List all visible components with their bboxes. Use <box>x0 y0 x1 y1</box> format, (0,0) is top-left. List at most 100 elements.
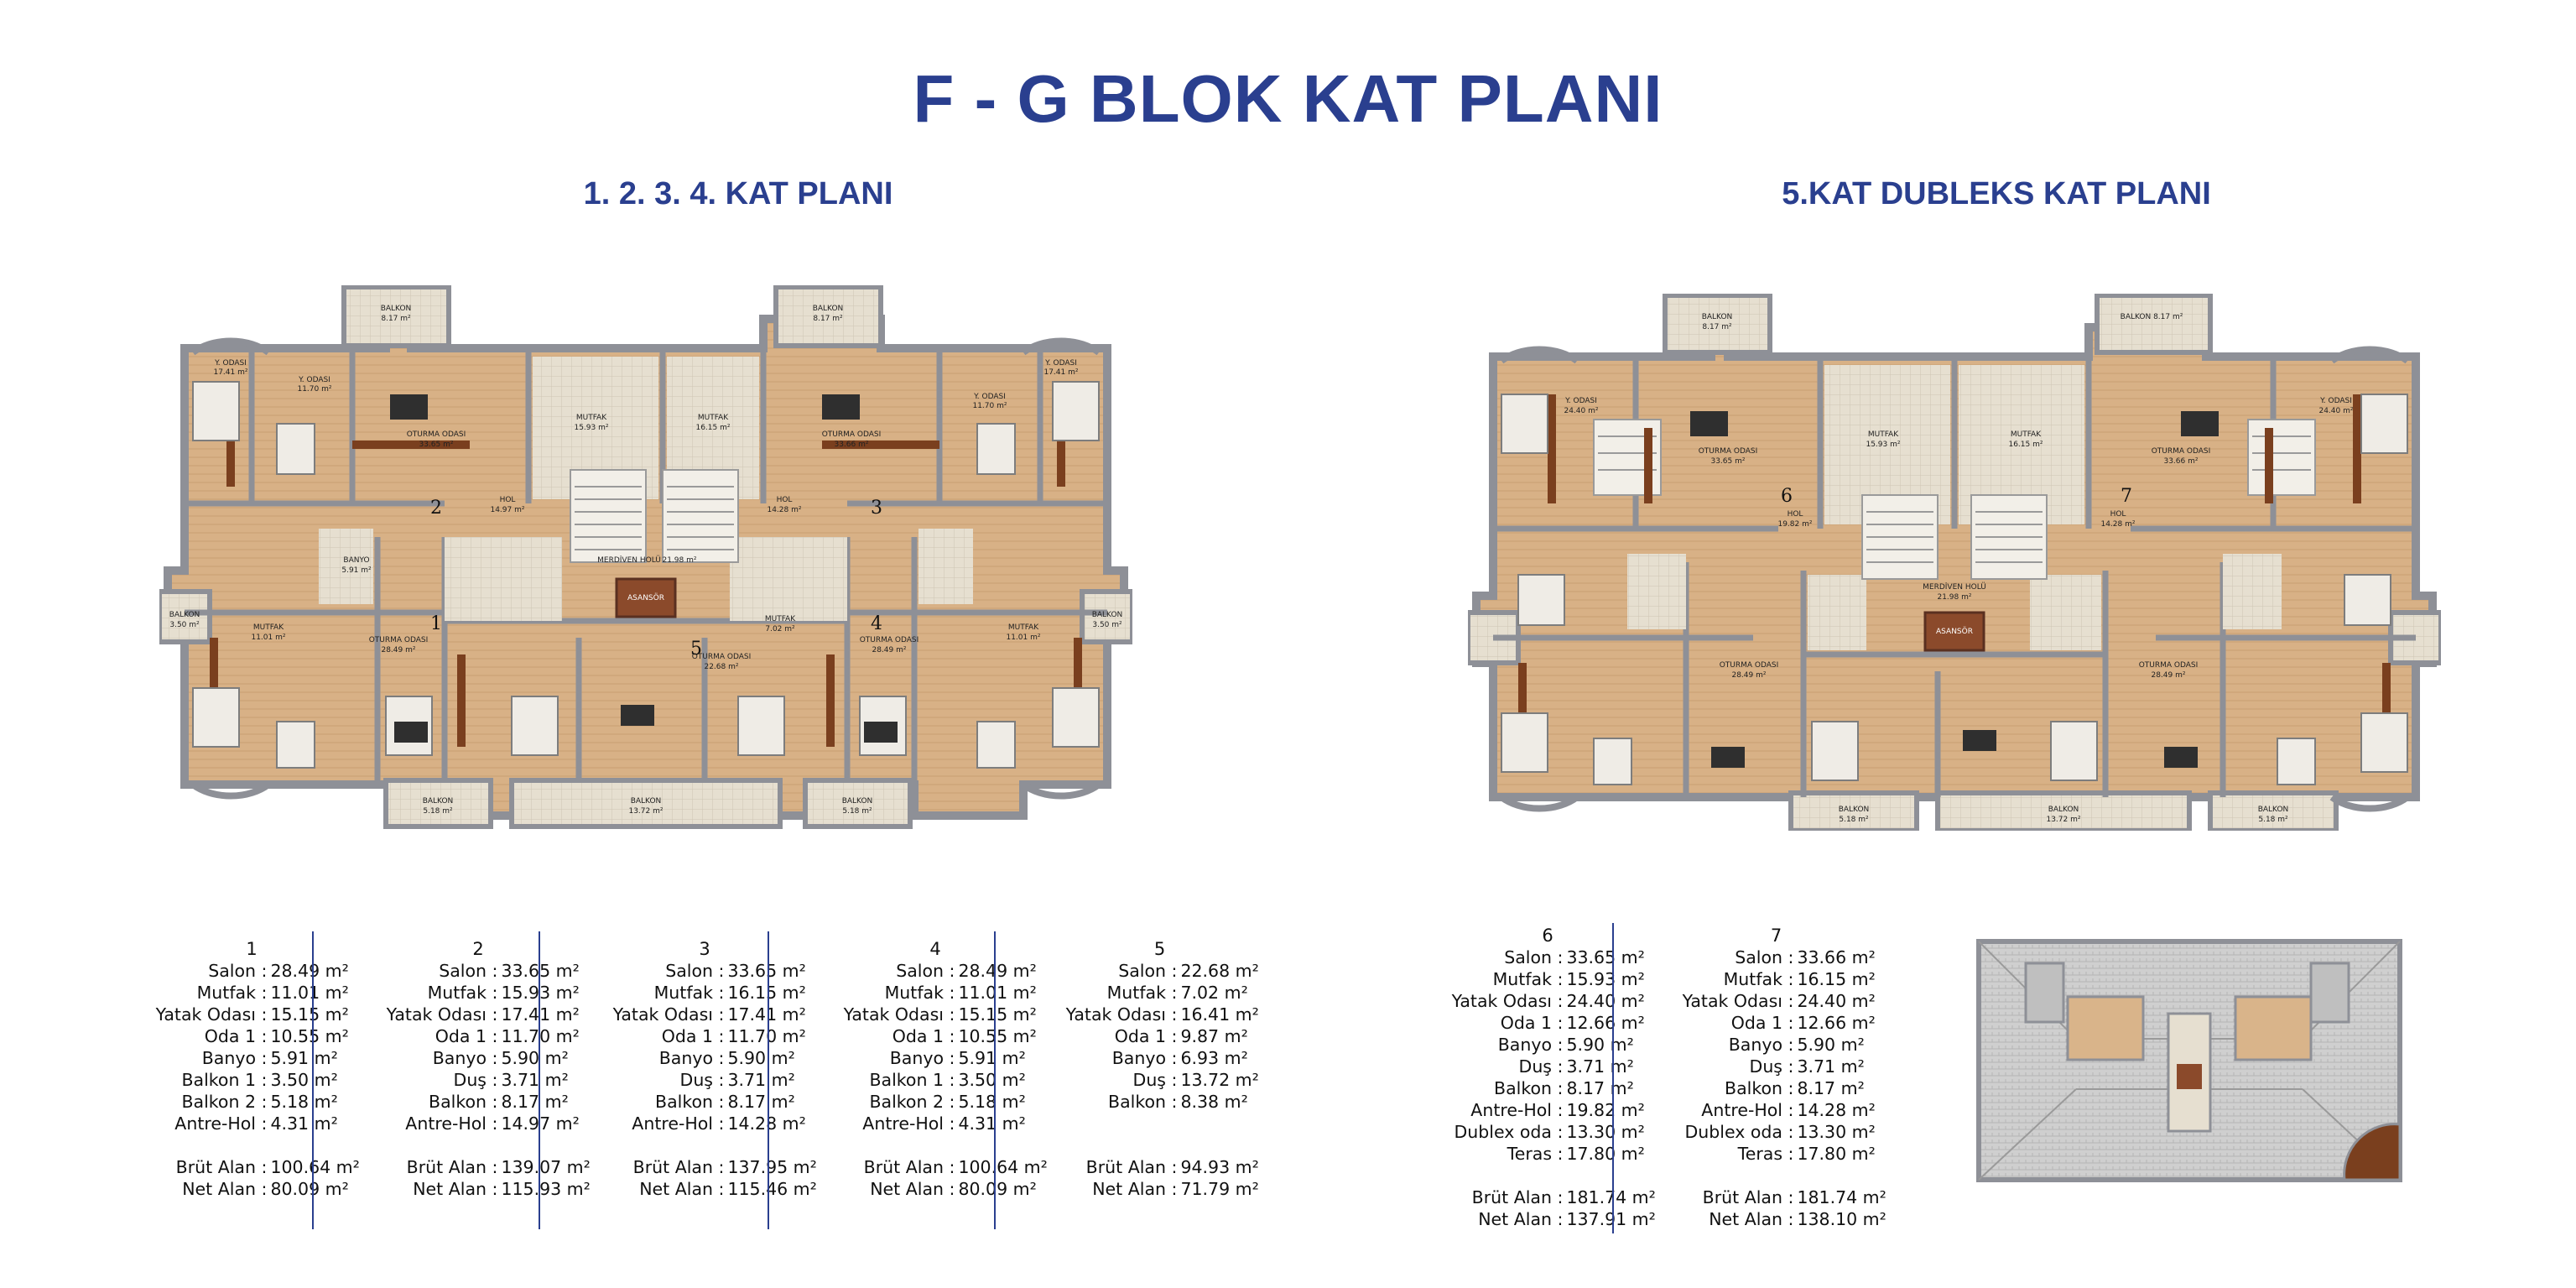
duplex-floor-plan-drawing: BALKON 8.17 m² BALKON 8.17 m² Y. ODASI 2… <box>1468 294 2441 831</box>
room-area: 3.50 m² <box>169 621 200 629</box>
separator: : <box>487 1004 498 1025</box>
separator: : <box>944 961 955 981</box>
table-divider <box>1612 923 1614 1233</box>
area-label: Yatak Odası <box>1682 991 1782 1011</box>
separator: : <box>713 1179 725 1199</box>
area-label: Balkon <box>655 1092 713 1112</box>
area-value: 5.18 m² <box>958 1092 1026 1112</box>
area-row: Banyo :5.90 m² <box>323 1047 633 1069</box>
separator: : <box>1782 1187 1794 1207</box>
room-label: HOL <box>1788 510 1803 519</box>
area-value: 17.41 m² <box>501 1004 580 1025</box>
room-area: 11.01 m² <box>251 634 285 642</box>
area-value: 28.49 m² <box>958 961 1037 981</box>
area-row: Mutfak :11.01 m² <box>780 982 1090 1004</box>
room-label: BALKON <box>1702 313 1733 321</box>
area-label: Antre-Hol <box>862 1113 944 1134</box>
separator: : <box>944 1026 955 1046</box>
room-area: 8.17 m² <box>1702 323 1732 331</box>
room-label: MUTFAK <box>1008 623 1039 632</box>
room-area: 16.15 m² <box>695 424 730 432</box>
area-row: Oda 1 :11.70 m² <box>549 1025 860 1047</box>
area-row: Brüt Alan :181.74 m² <box>1397 1186 1699 1208</box>
separator: : <box>256 1092 268 1112</box>
area-row: Dublex oda :13.30 m² <box>1397 1121 1699 1143</box>
room-area: 15.93 m² <box>1866 441 1900 449</box>
separator: : <box>1166 1092 1178 1112</box>
area-value: 8.17 m² <box>1566 1078 1634 1098</box>
area-label: Yatak Odası <box>843 1004 944 1025</box>
area-value: 137.95 m² <box>727 1157 817 1177</box>
area-value: 13.72 m² <box>1180 1070 1259 1090</box>
separator: : <box>1552 1056 1564 1077</box>
room-label: BALKON <box>842 797 873 806</box>
separator: : <box>944 1157 955 1177</box>
room-area: 14.28 m² <box>2100 520 2135 529</box>
separator: : <box>487 961 498 981</box>
area-value: 5.90 m² <box>501 1048 569 1068</box>
area-value: 71.79 m² <box>1180 1179 1259 1199</box>
room-area: 28.49 m² <box>381 646 415 654</box>
unit-number: 7 <box>1770 926 1782 946</box>
area-label: Balkon <box>429 1092 487 1112</box>
room-area: 28.49 m² <box>872 646 906 654</box>
area-label: Oda 1 <box>435 1026 487 1046</box>
area-row: Banyo :5.90 m² <box>1623 1034 1929 1056</box>
separator: : <box>256 1179 268 1199</box>
separator: : <box>1782 1209 1794 1229</box>
area-label: Net Alan <box>639 1179 713 1199</box>
area-row: Antre-Hol :14.97 m² <box>323 1113 633 1134</box>
room-label: MERDİVEN HOLÜ <box>1923 582 1986 592</box>
area-label: Yatak Odası <box>1451 991 1552 1011</box>
area-label: Duş <box>1132 1070 1166 1090</box>
area-value: 17.80 m² <box>1566 1144 1645 1164</box>
area-label: Banyo <box>432 1048 487 1068</box>
area-row: Duş :3.71 m² <box>1397 1056 1699 1077</box>
room-area: 33.66 m² <box>2163 457 2198 466</box>
room-area: 14.97 m² <box>490 506 524 514</box>
area-value: 11.70 m² <box>501 1026 580 1046</box>
area-row: Teras :17.80 m² <box>1623 1143 1929 1165</box>
separator: : <box>1782 969 1794 989</box>
area-value: 4.31 m² <box>958 1113 1026 1134</box>
room-area: 22.68 m² <box>704 663 738 671</box>
area-value: 15.15 m² <box>270 1004 349 1025</box>
room-label: OTURMA ODASI <box>2139 661 2199 670</box>
area-label: Salon <box>208 961 256 981</box>
area-value: 8.17 m² <box>727 1092 795 1112</box>
room-area: 15.93 m² <box>574 424 608 432</box>
area-value: 6.93 m² <box>1180 1048 1248 1068</box>
area-value: 33.66 m² <box>1797 947 1876 967</box>
separator: : <box>487 1113 498 1134</box>
area-row: Brüt Alan :139.07 m² <box>323 1156 633 1178</box>
area-row: Oda 1 :9.87 m² <box>1007 1025 1313 1047</box>
separator: : <box>1552 947 1564 967</box>
area-value: 33.65 m² <box>1566 947 1645 967</box>
area-row: Banyo :5.91 m² <box>780 1047 1090 1069</box>
separator: : <box>713 1004 725 1025</box>
area-label: Antre-Hol <box>174 1113 256 1134</box>
separator: : <box>1552 1144 1564 1164</box>
separator: : <box>944 1070 955 1090</box>
separator: : <box>1552 1122 1564 1142</box>
separator: : <box>1552 1187 1564 1207</box>
separator: : <box>1166 1004 1178 1025</box>
separator: : <box>1782 1056 1794 1077</box>
area-label: Balkon 1 <box>869 1070 944 1090</box>
area-row: Mutfak :11.01 m² <box>101 982 403 1004</box>
area-value: 16.15 m² <box>727 983 806 1003</box>
area-value: 5.91 m² <box>958 1048 1026 1068</box>
area-value: 8.17 m² <box>1797 1078 1865 1098</box>
room-area: 21.98 m² <box>662 556 696 565</box>
area-label: Yatak Odası <box>155 1004 256 1025</box>
room-area: 11.70 m² <box>297 385 331 394</box>
area-label: Mutfak <box>1106 983 1166 1003</box>
unit-number: 3 <box>699 939 710 959</box>
area-label: Antre-Hol <box>1701 1100 1782 1120</box>
unit-number: 5 <box>1153 939 1166 959</box>
area-row: Antre-Hol :19.82 m² <box>1397 1099 1699 1121</box>
area-label: Mutfak <box>196 983 256 1003</box>
